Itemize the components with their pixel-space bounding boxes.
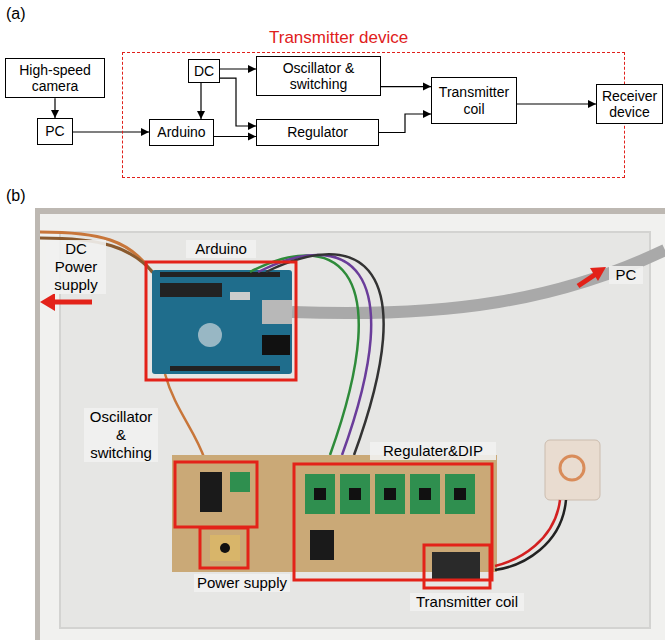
signal-wire [266,254,384,455]
highlight-box [424,545,490,588]
process-box: Regulator [256,119,379,146]
box-label: DC [194,63,214,79]
box-label: Oscillator & switching [261,60,376,92]
flow-arrow [200,83,201,119]
signal-wire [165,374,205,460]
flow-arrow [381,86,431,87]
module-chip [349,488,361,500]
board-logo [198,323,222,347]
process-box: Oscillator & switching [256,56,381,96]
direction-arrowhead [40,293,55,311]
module-chip [454,488,466,500]
panel-label: (b) [6,186,46,205]
group-box: Transmitter deviceDCOscillator & switchi… [122,52,625,178]
direction-arrow [52,300,92,305]
coil-wire [495,500,566,570]
dip-chip [310,530,334,560]
coil-winding [560,456,584,480]
crystal [230,292,250,300]
process-box: Receiver device [596,84,663,124]
power-supply-board [210,535,240,561]
panel-label: (a) [6,4,46,23]
microcontroller-chip [160,283,222,297]
process-box: Arduino [149,119,214,146]
switching-module [230,472,250,492]
part-label: PC [609,266,643,284]
box-label: PC [45,123,64,139]
regulator-module [305,474,335,514]
signal-wire [258,255,371,455]
box-label: High-speed camera [10,62,100,94]
flow-arrow [517,103,596,104]
highlight-box [294,464,492,580]
signal-wire [250,255,359,455]
power-jack [262,335,290,355]
module-chip [384,488,396,500]
flow-arrow [220,78,256,126]
part-label: Transmitter coil [410,593,524,611]
flow-arrow [220,68,256,69]
highlight-box [175,462,257,527]
oscillator-chip [200,472,222,512]
part-label: DC Power supply [46,240,106,294]
process-box: High-speed camera [5,58,105,98]
group-title: Transmitter device [269,28,408,48]
flow-arrow [54,98,55,118]
regulator-module [410,474,440,514]
coil-wire [495,500,560,566]
process-box: PC [37,118,73,145]
flow-arrow [73,131,149,132]
part-label: Arduino [186,240,256,258]
box-label: Receiver device [601,88,658,120]
usb-cable [292,250,665,313]
regulator-module [340,474,370,514]
direction-arrow [578,274,596,286]
part-label: Power supply [194,574,290,592]
power-supply-part [220,543,230,553]
highlight-box [200,528,248,568]
coil-driver [432,552,480,580]
usb-connector [262,300,292,324]
part-label: Oscillator & switching [84,408,158,462]
process-box: DC [188,59,220,83]
direction-arrowhead [590,267,606,281]
regulator-module [445,474,475,514]
pin-header [160,272,280,277]
pin-header [170,366,280,371]
coil-housing [545,440,600,500]
enclosure-wall [40,214,665,640]
flow-arrow [379,114,431,133]
box-label: Transmitter coil [436,84,512,116]
highlight-box [146,262,296,380]
module-chip [314,488,326,500]
box-label: Regulator [287,124,348,140]
module-chip [419,488,431,500]
photo-table [35,208,665,640]
flow-arrow [214,136,256,137]
box-label: Arduino [157,124,205,140]
arduino-board [152,270,292,374]
regulator-module [375,474,405,514]
process-box: Transmitter coil [431,77,517,124]
part-label: Regulater&DIP [370,442,496,460]
